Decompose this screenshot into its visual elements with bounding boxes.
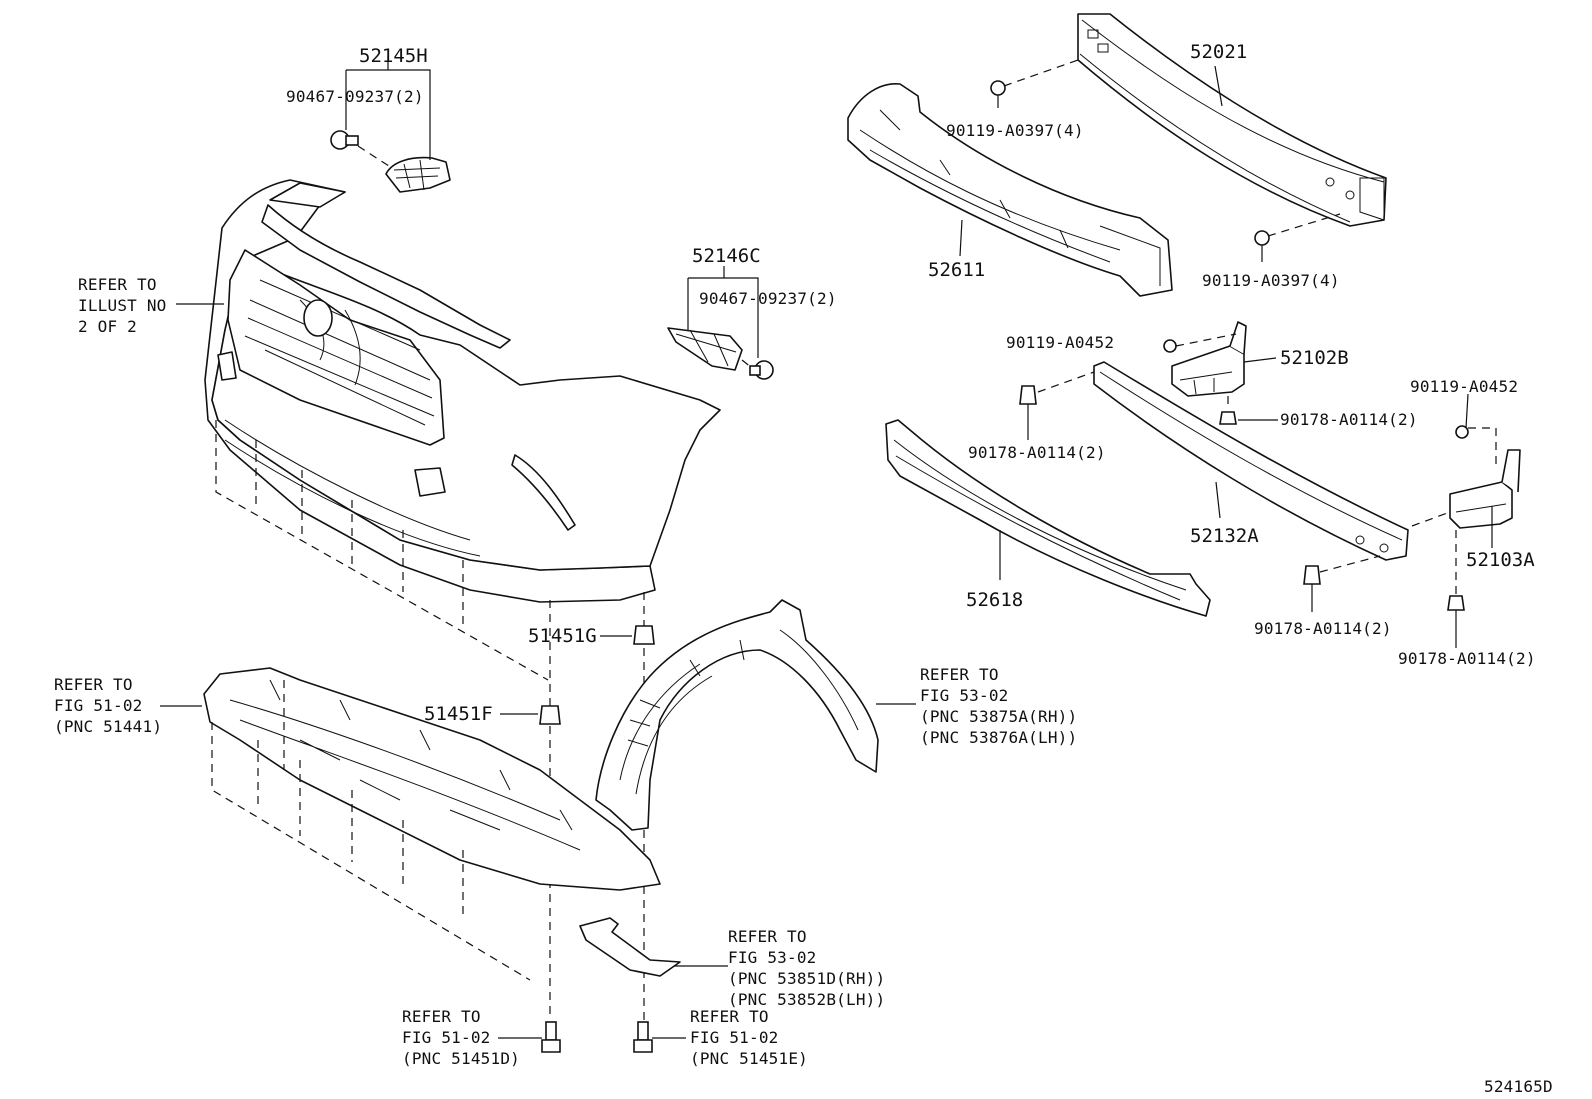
label-refer-illust-line2: ILLUST NO — [78, 296, 167, 315]
absorber-52618[interactable] — [885, 419, 1211, 617]
label-52021: 52021 — [1190, 41, 1247, 63]
label-refer-53851-line4: (PNC 53852B(LH)) — [728, 990, 885, 1009]
label-90119-a0452-left: 90119-A0452 — [1006, 333, 1114, 352]
label-refer-51451d-line1: REFER TO — [402, 1007, 481, 1026]
reinforcement-52132a[interactable] — [1093, 361, 1409, 561]
label-52146c: 52146C — [692, 245, 761, 267]
diagram-id: 524165D — [1484, 1077, 1553, 1096]
label-refer-53851-line1: REFER TO — [728, 927, 807, 946]
absorber-52611[interactable] — [847, 83, 1173, 297]
front-bumper-cover[interactable] — [204, 179, 721, 603]
lower-shield[interactable] — [579, 917, 681, 977]
reinforcement-52021[interactable] — [1077, 13, 1387, 227]
label-refer-51451e-line2: FIG 51-02 — [690, 1028, 779, 1047]
label-90467-mid: 90467-09237(2) — [699, 289, 837, 308]
nut-90178-right[interactable] — [1447, 595, 1465, 611]
label-51451g: 51451G — [528, 625, 597, 647]
nut-90178-low[interactable] — [1303, 565, 1321, 585]
label-52102b: 52102B — [1280, 347, 1349, 369]
label-52618: 52618 — [966, 589, 1023, 611]
label-52611: 52611 — [928, 259, 985, 281]
under-cover-guide-lines — [211, 680, 531, 981]
engine-under-cover[interactable] — [203, 667, 661, 891]
bracket-52146c[interactable] — [667, 327, 743, 371]
clip-51451g[interactable] — [633, 625, 655, 645]
label-refer-51451e-line1: REFER TO — [690, 1007, 769, 1026]
label-refer-51441-line3: (PNC 51441) — [54, 717, 162, 736]
nut-90178-left[interactable] — [1019, 385, 1037, 405]
bracket-52103a[interactable] — [1449, 449, 1521, 529]
label-90467-top: 90467-09237(2) — [286, 87, 424, 106]
bracket-52145h[interactable] — [385, 156, 451, 193]
label-refer-51441-line2: FIG 51-02 — [54, 696, 143, 715]
label-refer-51451d-line2: FIG 51-02 — [402, 1028, 491, 1047]
bolt-51451e[interactable] — [633, 1021, 653, 1053]
bracket-52102b[interactable] — [1171, 321, 1247, 397]
label-refer-53875-line4: (PNC 53876A(LH)) — [920, 728, 1077, 747]
label-51451f: 51451F — [424, 703, 493, 725]
label-refer-53851-line3: (PNC 53851D(RH)) — [728, 969, 885, 988]
bolt-51451d[interactable] — [541, 1021, 561, 1053]
label-refer-51441-line1: REFER TO — [54, 675, 133, 694]
label-90119-a0397-bot: 90119-A0397(4) — [1202, 271, 1340, 290]
label-refer-53851-line2: FIG 53-02 — [728, 948, 817, 967]
label-refer-53875-line1: REFER TO — [920, 665, 999, 684]
label-90119-a0452-right: 90119-A0452 — [1410, 377, 1518, 396]
label-refer-51451d-line3: (PNC 51451D) — [402, 1049, 520, 1068]
label-90178-right: 90178-A0114(2) — [1398, 649, 1536, 668]
bolt-90119-a0397-top[interactable] — [990, 80, 1006, 108]
fender-liner[interactable] — [595, 599, 879, 831]
label-90178-mid: 90178-A0114(2) — [1280, 410, 1418, 429]
label-refer-51451e-line3: (PNC 51451E) — [690, 1049, 808, 1068]
label-52103a: 52103A — [1466, 549, 1535, 571]
label-90178-low: 90178-A0114(2) — [1254, 619, 1392, 638]
label-52132a: 52132A — [1190, 525, 1259, 547]
nut-90178-mid[interactable] — [1219, 411, 1237, 425]
bolt-90119-a0452-left[interactable] — [1163, 339, 1177, 353]
label-refer-53875-line3: (PNC 53875A(RH)) — [920, 707, 1077, 726]
label-90119-a0397-top: 90119-A0397(4) — [946, 121, 1084, 140]
bolt-90467-mid[interactable] — [749, 360, 774, 380]
bolt-90119-a0397-bot[interactable] — [1254, 230, 1270, 262]
label-refer-illust-line3: 2 OF 2 — [78, 317, 137, 336]
clip-51451f[interactable] — [539, 705, 561, 725]
bolt-90467-top[interactable] — [330, 130, 359, 150]
label-90178-left: 90178-A0114(2) — [968, 443, 1106, 462]
label-refer-illust-line1: REFER TO — [78, 275, 157, 294]
bolt-90119-a0452-right[interactable] — [1455, 425, 1469, 439]
label-refer-53875-line2: FIG 53-02 — [920, 686, 1009, 705]
label-52145h: 52145H — [359, 45, 428, 67]
